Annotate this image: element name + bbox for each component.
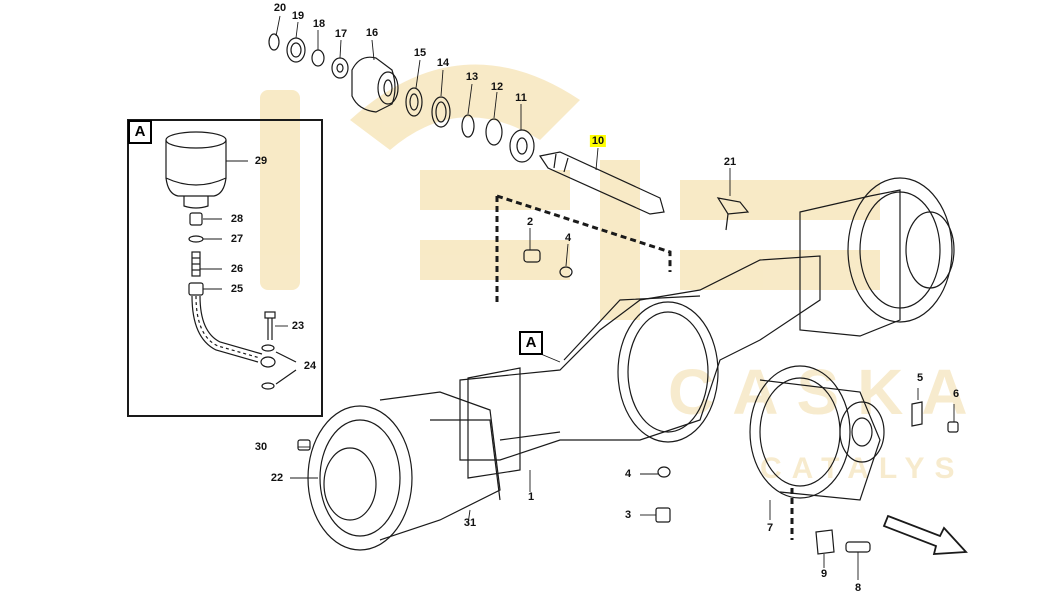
part-label-29: 29: [254, 155, 268, 167]
part-label-25: 25: [230, 283, 244, 295]
part-label-23: 23: [291, 320, 305, 332]
detail-box-a: [127, 119, 323, 417]
part-label-4-top: 4: [564, 232, 572, 244]
axle-housing: [459, 255, 821, 479]
part-label-15: 15: [413, 47, 427, 59]
part-label-4-bottom: 4: [624, 468, 632, 480]
part-label-20: 20: [273, 2, 287, 14]
part-label-24: 24: [303, 360, 317, 372]
part-label-6: 6: [952, 388, 960, 400]
part-label-30: 30: [254, 441, 268, 453]
direction-arrow-icon: [882, 514, 968, 555]
detail-a-pointer-label: A: [519, 331, 543, 355]
part-label-5: 5: [916, 372, 924, 384]
part-label-14: 14: [436, 57, 450, 69]
part-label-19: 19: [291, 10, 305, 22]
part-label-26: 26: [230, 263, 244, 275]
right-wheel-hub: [799, 177, 955, 337]
part-label-12: 12: [490, 81, 504, 93]
detail-box-a-label: A: [128, 120, 152, 144]
part-label-1: 1: [527, 491, 535, 503]
part-label-3: 3: [624, 509, 632, 521]
part-label-13: 13: [465, 71, 479, 83]
part-label-2: 2: [526, 216, 534, 228]
part-label-18: 18: [312, 18, 326, 30]
part-label-16: 16: [365, 27, 379, 39]
part-label-27: 27: [230, 233, 244, 245]
differential-carrier: [749, 365, 885, 501]
part-label-10: 10: [589, 135, 607, 147]
part-label-28: 28: [230, 213, 244, 225]
part-label-17: 17: [334, 28, 348, 40]
part-label-7: 7: [766, 522, 774, 534]
part-label-9: 9: [820, 568, 828, 580]
part-label-8: 8: [854, 582, 862, 594]
part-label-21: 21: [723, 156, 737, 168]
part-29-filter: [165, 131, 227, 209]
part-label-11: 11: [515, 92, 527, 104]
part-label-22: 22: [270, 472, 284, 484]
part-label-31: 31: [463, 517, 477, 529]
